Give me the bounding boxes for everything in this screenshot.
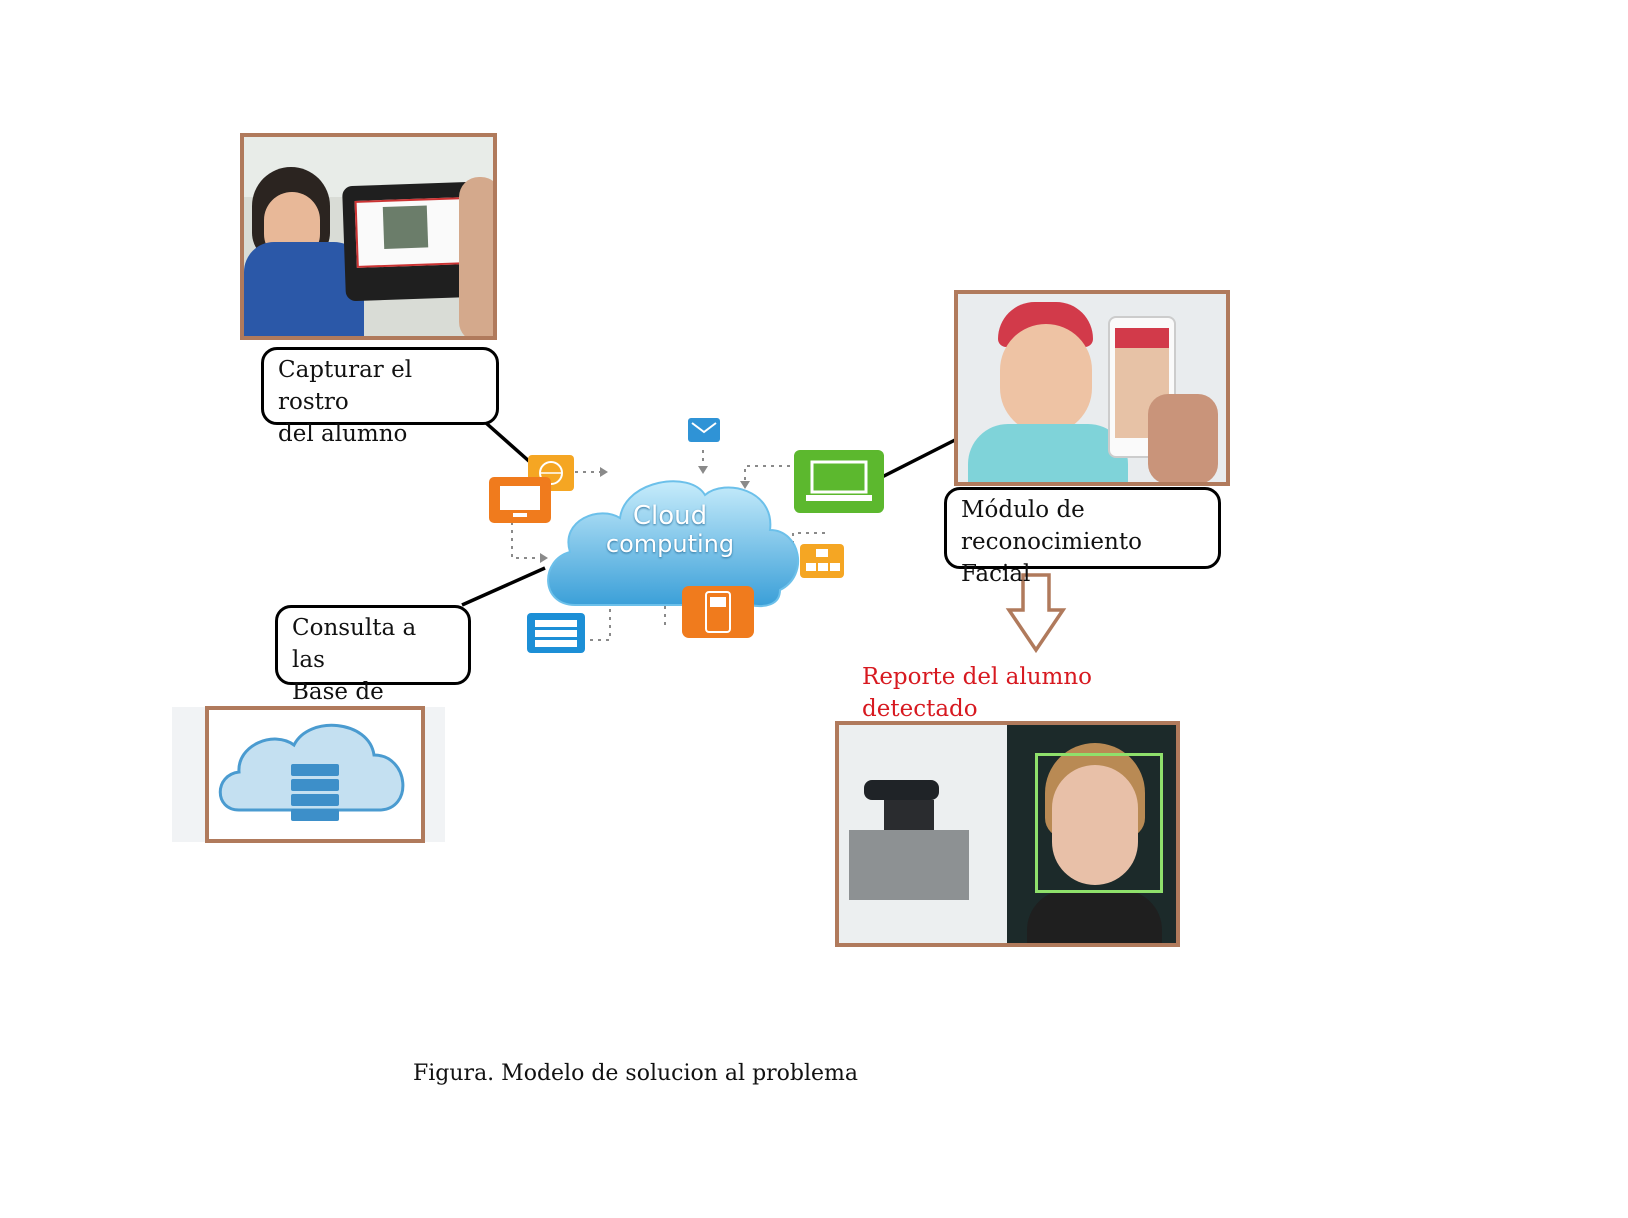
connector-capture xyxy=(484,421,532,464)
email-icon xyxy=(688,418,720,442)
server-icon xyxy=(527,613,585,653)
child-face xyxy=(1000,324,1092,434)
cloud-database-photo xyxy=(205,706,425,843)
label-recognition: Módulo de reconocimiento Facial xyxy=(944,487,1221,587)
hand xyxy=(1148,394,1218,482)
label-recognition-line2: reconocimiento Facial xyxy=(961,529,1142,587)
hand xyxy=(459,177,493,336)
label-capture: Capturar el rostro del alumno xyxy=(261,347,499,447)
facial-recognition-photo xyxy=(954,290,1230,486)
label-capture-line2: del alumno xyxy=(278,421,408,447)
connector-recognition xyxy=(879,438,956,480)
report-label: Reporte del alumno detectado xyxy=(862,661,1122,725)
cloud-label: Cloud computing xyxy=(600,502,740,558)
figure-caption: Figura. Modelo de solucion al problema xyxy=(413,1061,859,1086)
desktop-monitor-icon xyxy=(489,477,551,523)
connector-database xyxy=(461,566,546,607)
down-arrow-icon xyxy=(1005,573,1067,654)
report-label-line2: detectado xyxy=(862,696,978,722)
detected-student-photo xyxy=(835,721,1180,947)
label-capture-line1: Capturar el rostro xyxy=(278,357,413,415)
laptop-icon xyxy=(794,450,884,513)
cloud-computing-icon xyxy=(547,480,799,608)
cloud-label-line1: Cloud xyxy=(632,501,708,531)
network-icon xyxy=(800,544,844,578)
face-panel xyxy=(1007,725,1176,943)
student-capture-photo xyxy=(240,133,497,340)
label-database-line1: Consulta a las xyxy=(292,615,417,673)
label-database: Consulta a las Base de Datos xyxy=(275,605,471,737)
mobile-phone-icon xyxy=(682,586,754,638)
child-shirt xyxy=(968,424,1128,482)
cloud-label-line2: computing xyxy=(605,530,735,558)
camera-panel xyxy=(839,725,1007,943)
label-recognition-line1: Módulo de xyxy=(961,497,1085,523)
report-label-line1: Reporte del alumno xyxy=(862,664,1093,690)
